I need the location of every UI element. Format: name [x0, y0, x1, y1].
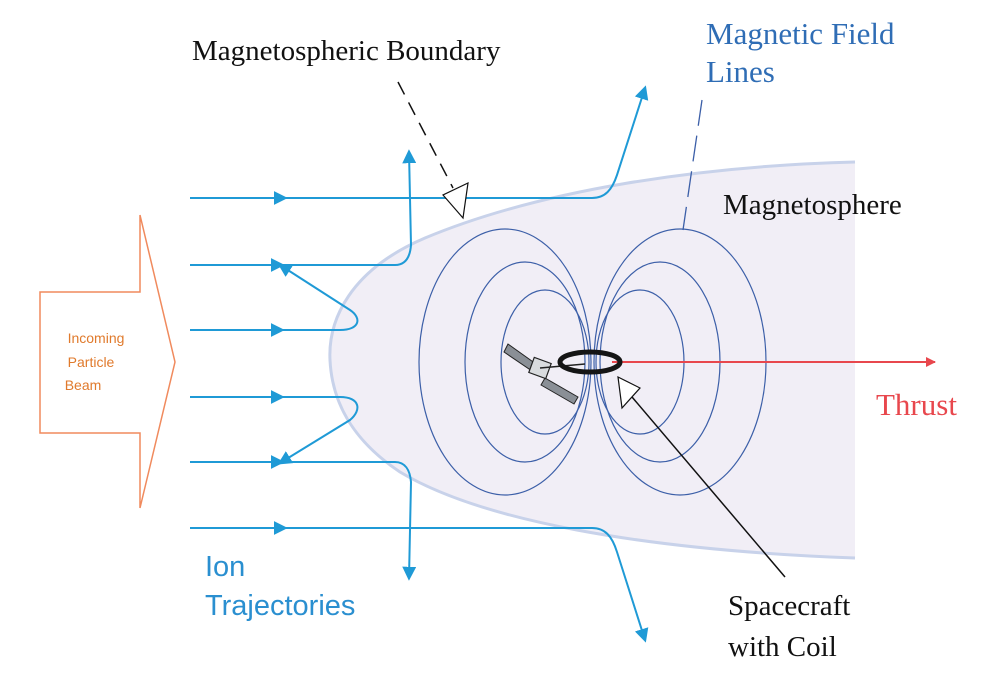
- label-thrust: Thrust: [876, 387, 957, 422]
- label-ion-2: Trajectories: [205, 590, 355, 622]
- incoming-beam-arrow: [39, 214, 176, 509]
- label-magnetic-field-2: Lines: [706, 54, 775, 89]
- ion-trajectory-1: [190, 85, 649, 199]
- label-ion-1: Ion: [205, 551, 245, 583]
- label-magnetospheric-boundary: Magnetospheric Boundary: [192, 35, 501, 67]
- magnetosphere-region: [329, 162, 855, 558]
- spacecraft-pointer-line: [631, 396, 786, 578]
- boundary-pointer-line: [397, 81, 454, 189]
- magnetospheric-boundary-line: [328, 160, 856, 560]
- coil-icon: [557, 349, 623, 375]
- field-lines-pointer: [682, 99, 703, 231]
- boundary-pointer-head: [442, 181, 469, 220]
- label-magnetosphere: Magnetosphere: [723, 189, 902, 221]
- ion-trajectories: [190, 85, 649, 643]
- label-spacecraft-2: with Coil: [728, 631, 837, 663]
- ion-trajectory-2: [190, 149, 417, 266]
- spacecraft-icon: [503, 343, 586, 405]
- ion-trajectory-3: [190, 263, 359, 331]
- spacecraft-pointer-head: [617, 375, 641, 410]
- label-incoming-3: Beam: [65, 377, 102, 393]
- label-incoming-1: Incoming: [68, 330, 125, 346]
- ion-trajectory-4: [190, 396, 359, 465]
- ion-trajectory-5: [190, 461, 417, 581]
- field-lines-left: [418, 228, 592, 496]
- label-magnetic-field-1: Magnetic Field: [706, 16, 895, 51]
- label-incoming-2: Particle: [68, 354, 115, 370]
- ion-trajectory-6: [190, 527, 649, 643]
- label-spacecraft-1: Spacecraft: [728, 590, 850, 622]
